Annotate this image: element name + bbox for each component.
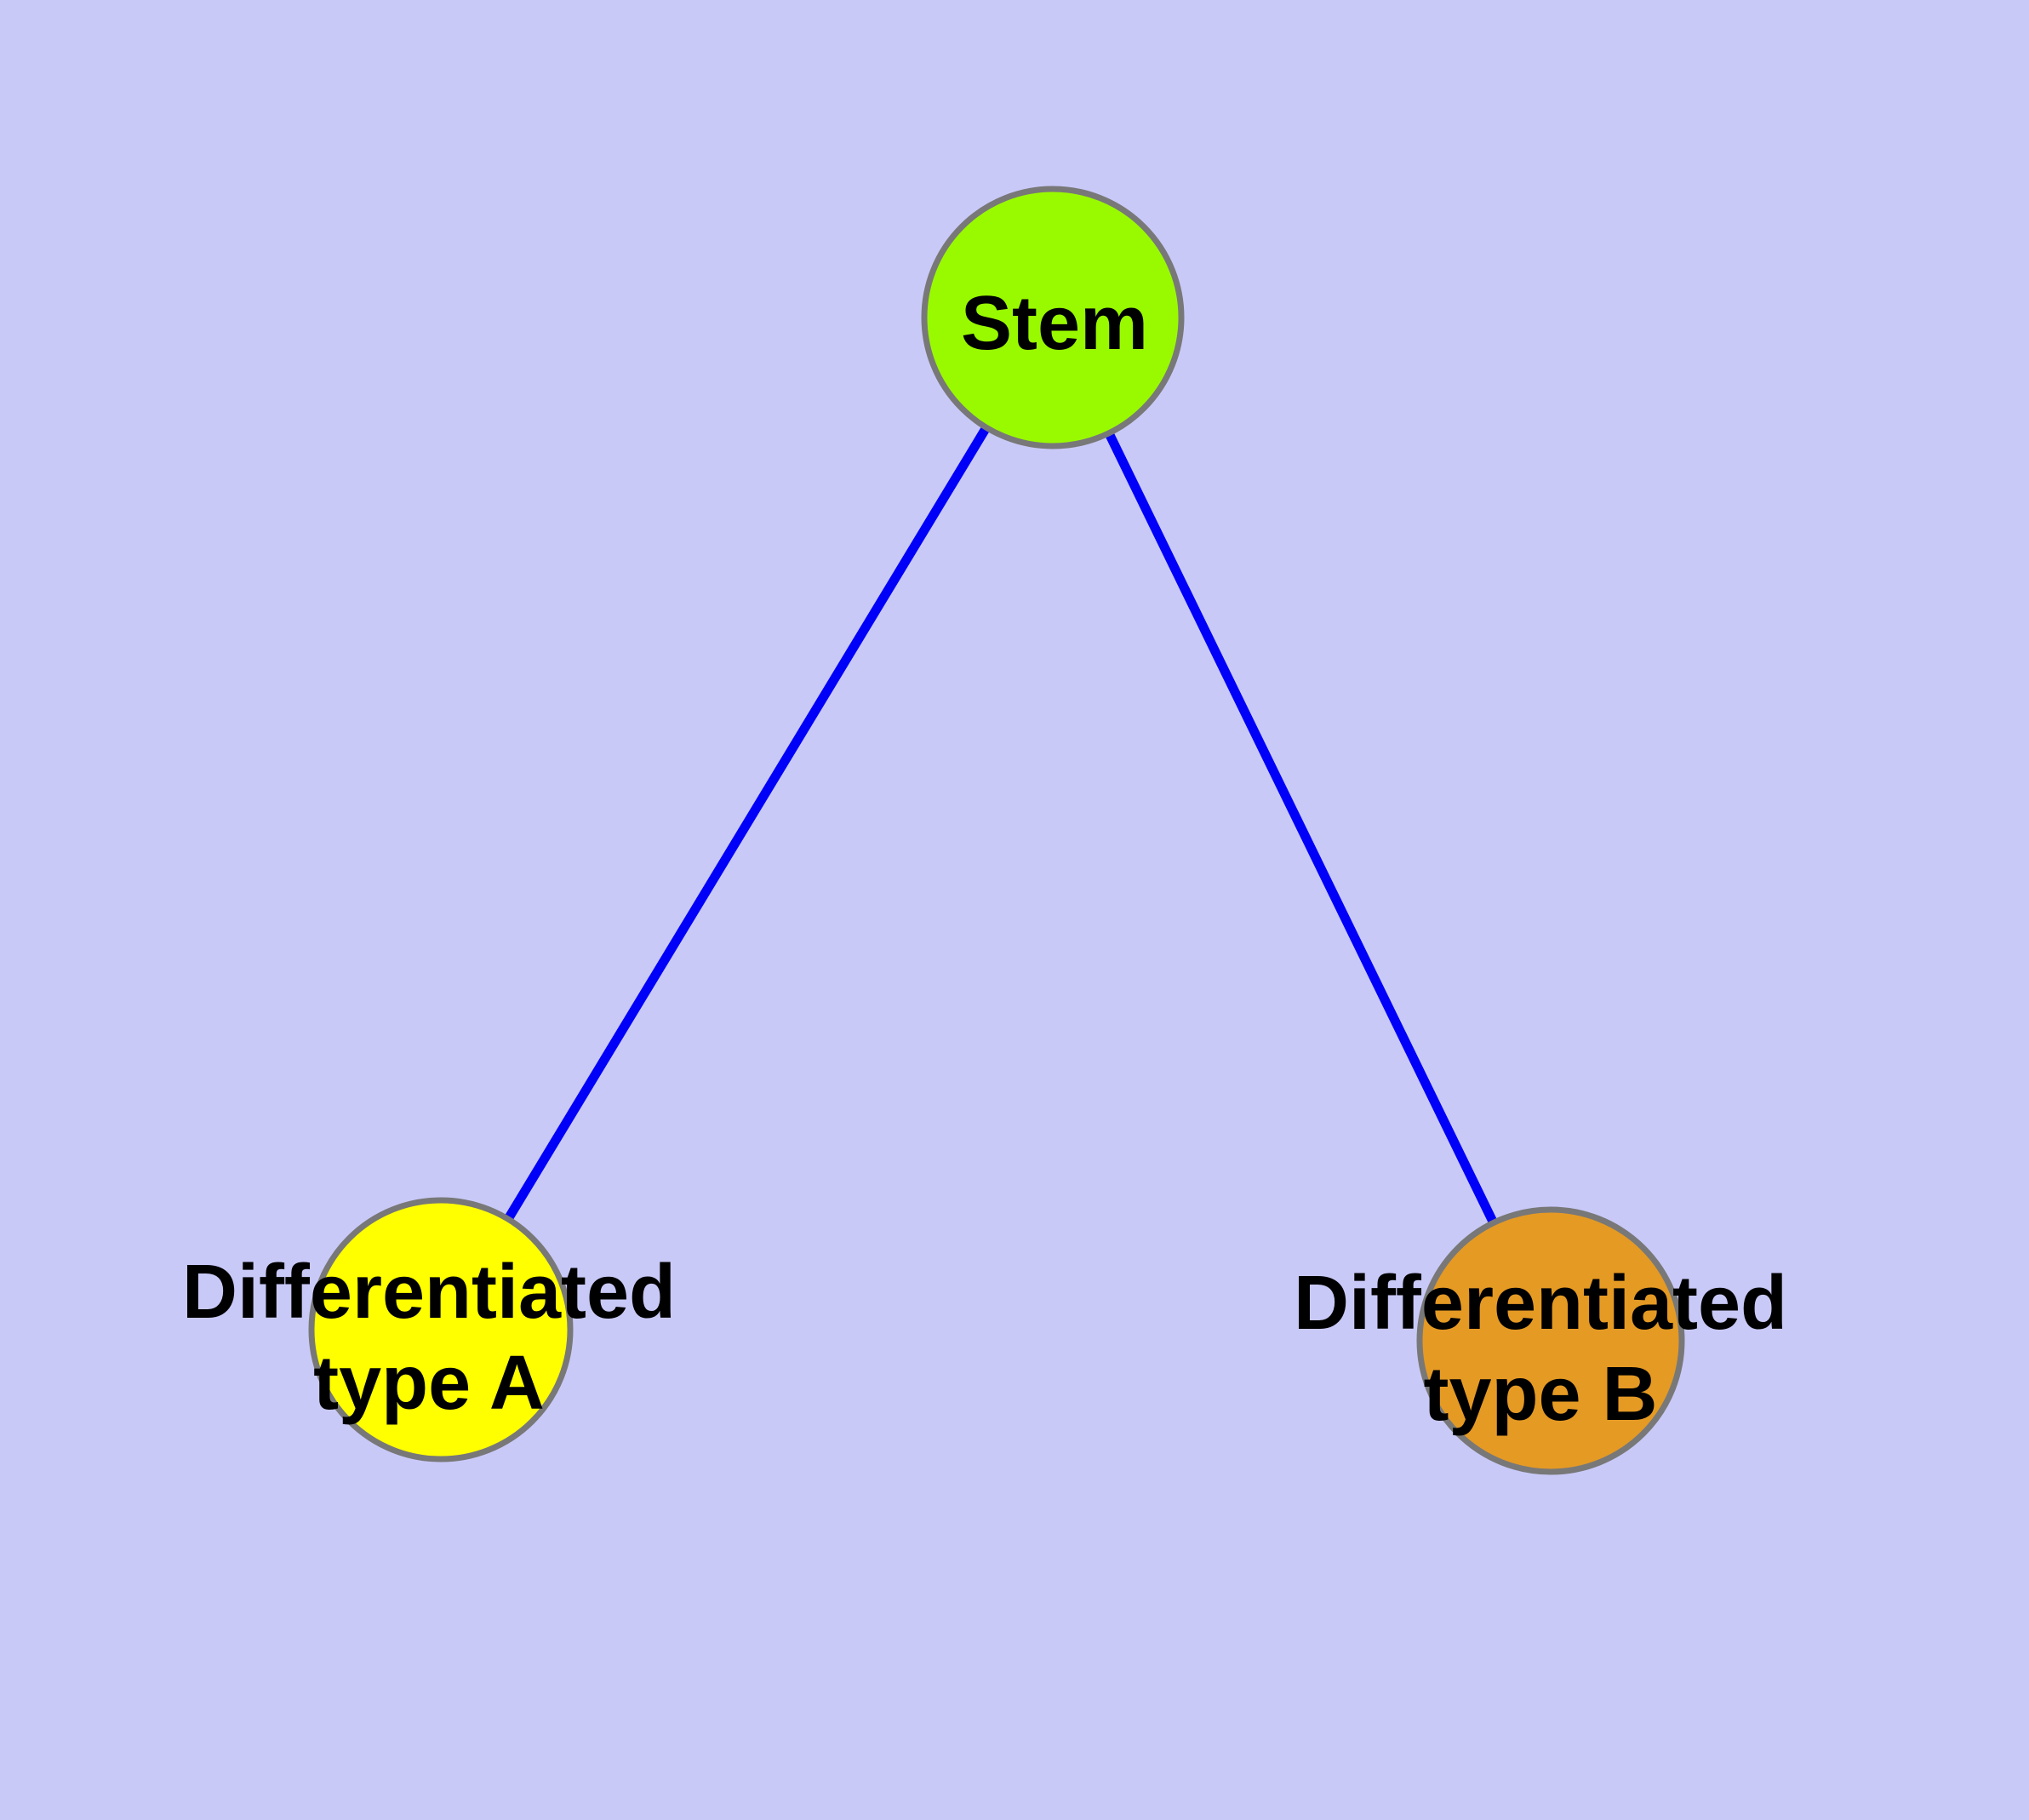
node-stem: Stem: [921, 186, 1185, 449]
node-differentiated-type-a: Differentiated type A: [182, 1197, 676, 1462]
node-type-b-label-line2: type B: [1423, 1352, 1657, 1437]
edge-stem-to-type-b: [1105, 431, 1498, 1226]
node-type-b-circle: [1416, 1206, 1685, 1475]
node-type-a-circle: [308, 1197, 574, 1462]
node-type-b-label-line1: Differentiated: [1294, 1261, 1787, 1346]
node-type-a-label-line2: type A: [313, 1341, 545, 1426]
node-type-a-label-line1: Differentiated: [182, 1250, 676, 1335]
node-stem-circle: [921, 186, 1185, 449]
node-stem-label: Stem: [961, 281, 1148, 366]
node-differentiated-type-b: Differentiated type B: [1294, 1206, 1787, 1475]
edge-stem-to-type-a: [504, 425, 991, 1222]
